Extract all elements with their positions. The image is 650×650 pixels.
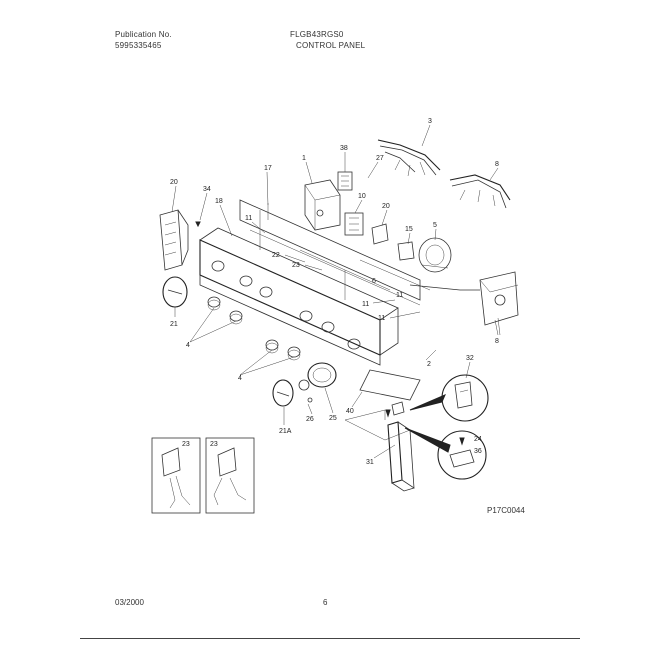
callout-4-upper: 4 <box>186 342 190 349</box>
knob-4-c[interactable] <box>265 339 279 354</box>
timer-box <box>479 271 519 336</box>
callout-2: 2 <box>427 361 431 368</box>
callout-8-bottom: 8 <box>495 338 499 345</box>
callout-32: 32 <box>466 355 474 362</box>
callout-4-lower: 4 <box>238 375 242 382</box>
end-cap-left <box>159 209 189 271</box>
lower-brace <box>359 369 421 401</box>
wire-route <box>409 284 480 291</box>
callout-31: 31 <box>366 459 374 466</box>
switch-38 <box>337 171 353 191</box>
callout-21: 21 <box>170 321 178 328</box>
clip-15 <box>397 241 415 261</box>
callout-18: 18 <box>215 198 223 205</box>
detail-circle-32 <box>441 374 489 422</box>
callout-8-top: 8 <box>495 161 499 168</box>
callout-38: 38 <box>340 145 348 152</box>
dial-25 <box>307 362 337 388</box>
knob-21a[interactable] <box>272 379 294 407</box>
callout-15: 15 <box>405 226 413 233</box>
detail-arrow-bottom <box>404 427 451 453</box>
callout-40: 40 <box>346 408 354 415</box>
callout-20-right: 20 <box>382 203 390 210</box>
callout-21a: 21A <box>279 428 292 435</box>
knob-4-d[interactable] <box>287 346 301 361</box>
pressure-switch <box>418 237 452 273</box>
callout-5: 5 <box>433 222 437 229</box>
publication-number: 5995335465 <box>115 41 162 50</box>
callout-23-box-right: 23 <box>210 441 218 448</box>
callout-20-left: 20 <box>170 179 178 186</box>
detail-circle-24-36 <box>437 430 487 480</box>
control-panel-console <box>199 227 399 366</box>
callout-6: 6 <box>372 278 376 285</box>
footer-rule <box>80 638 580 639</box>
callout-27: 27 <box>376 155 384 162</box>
callout-25: 25 <box>329 415 337 422</box>
callout-11-left: 11 <box>245 215 252 222</box>
knob-4-a[interactable] <box>207 296 221 311</box>
callout-36: 36 <box>474 448 482 455</box>
clip-hardware <box>385 401 405 418</box>
detail-arrow-top <box>409 394 446 411</box>
wire-route-2 <box>359 259 431 291</box>
wire-harness-3 <box>377 139 441 177</box>
knob-26[interactable] <box>298 379 310 391</box>
callout-1: 1 <box>302 155 306 162</box>
callout-23-center: 23 <box>292 262 300 269</box>
callout-26: 26 <box>306 416 314 423</box>
figure-code: P17C0044 <box>487 506 525 515</box>
callout-11-lower: 11 <box>378 315 385 322</box>
bracket-outline <box>344 409 386 421</box>
callout-11-mid: 11 <box>362 301 369 308</box>
wire-harness-8 <box>449 174 511 209</box>
page-number: 6 <box>323 598 328 607</box>
detail-box-right <box>205 437 255 514</box>
knob-21[interactable] <box>162 276 188 308</box>
knob-4-b[interactable] <box>229 310 243 325</box>
connector-20 <box>371 223 389 245</box>
timer-assembly <box>304 179 341 231</box>
callout-3: 3 <box>428 118 432 125</box>
callout-24: 24 <box>474 436 482 443</box>
switch-10 <box>344 212 364 236</box>
footer-date: 03/2000 <box>115 598 144 607</box>
callout-23-box-left: 23 <box>182 441 190 448</box>
callout-22: 22 <box>272 252 280 259</box>
rear-bracket <box>239 199 421 306</box>
callout-10: 10 <box>358 193 366 200</box>
bracket-31 <box>387 421 415 492</box>
section-title: CONTROL PANEL <box>296 41 366 50</box>
detail-box-left <box>151 437 201 514</box>
publication-label: Publication No. <box>115 30 172 39</box>
callout-17: 17 <box>264 165 272 172</box>
washer <box>307 397 313 403</box>
leader-lines <box>171 124 501 459</box>
callout-34: 34 <box>203 186 211 193</box>
screw-34 <box>195 221 201 228</box>
leader-40-line <box>344 419 411 441</box>
callout-11-right: 11 <box>396 292 403 299</box>
model-number: FLGB43RGS0 <box>290 30 344 39</box>
